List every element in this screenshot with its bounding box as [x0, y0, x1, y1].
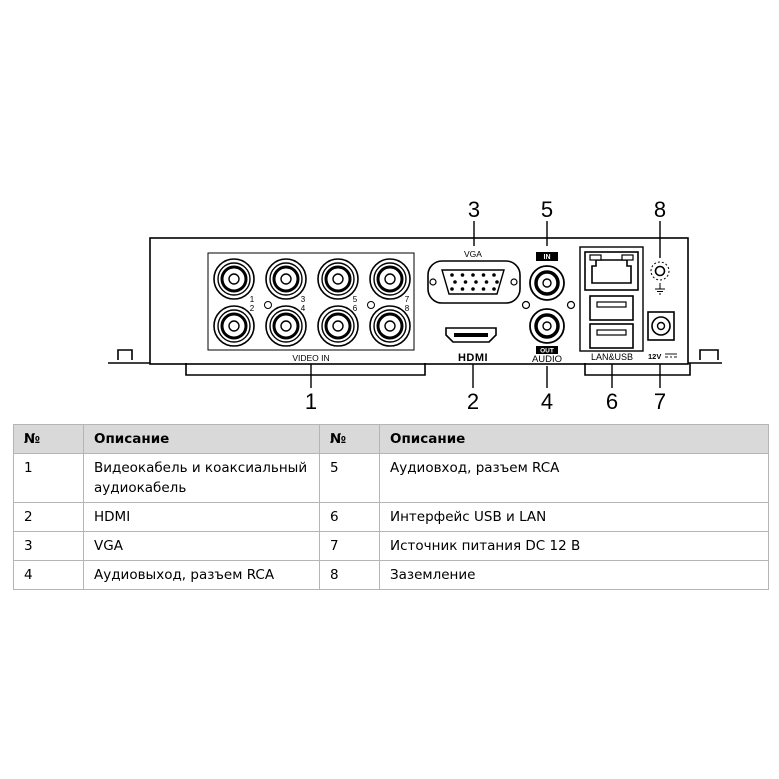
channel-label: 2: [250, 304, 255, 313]
bnc-connectors: [213, 258, 411, 347]
rear-panel-diagram: 1 2 3 4 5 6 7 8 VIDEO IN VGA HDMI IN: [108, 197, 722, 414]
vga-label: VGA: [464, 249, 482, 259]
bnc-connector: [213, 305, 255, 347]
hdmi-port: [445, 327, 497, 343]
bnc-connector: [369, 258, 411, 300]
bnc-connector: [369, 305, 411, 347]
vga-pin: [495, 280, 499, 284]
mount-foot-left: [117, 349, 133, 360]
mount-foot-right: [699, 349, 719, 360]
table-row: 3 VGA 7 Источник питания DC 12 В: [13, 531, 769, 561]
chassis-outline: [149, 237, 689, 365]
vga-pin: [481, 287, 486, 291]
row-number: 4: [13, 560, 84, 590]
audio-out-tag: [536, 346, 558, 354]
channel-label: 6: [353, 304, 358, 313]
vga-pin: [481, 273, 486, 277]
vga-pin: [492, 287, 496, 291]
row-description: Интерфейс USB и LAN: [379, 502, 769, 532]
table-row: 1 Видеокабель и коаксиальный аудиокабель…: [13, 453, 769, 503]
description-table: № Описание № Описание 1 Видеокабель и ко…: [13, 424, 769, 590]
rubber-foot-left: [185, 363, 426, 376]
table-row: 2 HDMI 6 Интерфейс USB и LAN: [13, 502, 769, 532]
hdmi-label: HDMI: [458, 352, 488, 364]
vga-pin: [492, 273, 496, 277]
vga-pin: [463, 280, 468, 284]
bnc-connector: [317, 305, 359, 347]
row-description: Аудиовыход, разъем RCA: [83, 560, 320, 590]
row-description: Аудиовход, разъем RCA: [379, 453, 769, 503]
vga-port: [427, 260, 521, 304]
usb-port-top: [589, 295, 634, 321]
header-description: Описание: [83, 424, 320, 454]
vga-pin: [484, 280, 489, 284]
leader-lines: [310, 221, 661, 388]
dc-symbol-icon: [665, 353, 677, 358]
vga-pin: [471, 287, 475, 291]
rubber-foot-right: [584, 363, 691, 376]
channel-label: 3: [301, 295, 306, 304]
vga-pin: [450, 273, 454, 277]
row-description: Источник питания DC 12 В: [379, 531, 769, 561]
row-number: 8: [319, 560, 380, 590]
power-jack: [647, 311, 675, 341]
row-number: 1: [13, 453, 84, 503]
vga-pin: [474, 280, 478, 284]
row-number: 7: [319, 531, 380, 561]
row-description: Заземление: [379, 560, 769, 590]
callout-5: 5: [541, 197, 553, 222]
bnc-connector: [213, 258, 255, 300]
row-number: 3: [13, 531, 84, 561]
callout-4: 4: [541, 389, 553, 414]
channel-label: 1: [250, 295, 255, 304]
channel-label: 4: [301, 304, 306, 313]
callout-1: 1: [305, 389, 317, 414]
callout-8: 8: [654, 197, 666, 222]
row-number: 2: [13, 502, 84, 532]
row-description: Видеокабель и коаксиальный аудиокабель: [83, 453, 320, 503]
row-description: HDMI: [83, 502, 320, 532]
lan-usb-label: LAN&USB: [591, 352, 633, 362]
audio-out-port: [529, 308, 565, 344]
ground-terminal: [650, 261, 670, 295]
table-row: 4 Аудиовыход, разъем RCA 8 Заземление: [13, 560, 769, 590]
table-header-row: № Описание № Описание: [13, 424, 769, 454]
audio-in-port: [529, 265, 565, 301]
callout-6: 6: [606, 389, 618, 414]
lan-port: [591, 259, 632, 284]
row-number: 6: [319, 502, 380, 532]
audio-label: AUDIO: [532, 354, 562, 365]
vga-pin: [460, 287, 465, 291]
video-in-label: VIDEO IN: [292, 353, 329, 363]
vga-pin: [471, 273, 475, 277]
channel-label: 7: [405, 295, 410, 304]
usb-port-bottom: [589, 323, 634, 349]
audio-in-tag: [536, 252, 558, 261]
header-description: Описание: [379, 424, 769, 454]
audio-out-label: OUT: [540, 348, 554, 355]
bnc-connector: [265, 258, 307, 300]
header-number: №: [319, 424, 380, 454]
vga-pin: [450, 287, 454, 291]
audio-in-label: IN: [544, 254, 551, 261]
callout-7: 7: [654, 389, 666, 414]
vga-pins: [450, 273, 499, 291]
channel-label: 5: [353, 295, 358, 304]
bnc-connector: [265, 305, 307, 347]
video-in-panel: [207, 252, 415, 351]
lan-usb-block: [579, 246, 644, 352]
vga-pin: [460, 273, 465, 277]
bnc-connector: [317, 258, 359, 300]
channel-label: 8: [405, 304, 410, 313]
vga-pin: [453, 280, 457, 284]
callout-3: 3: [468, 197, 480, 222]
header-number: №: [13, 424, 84, 454]
row-number: 5: [319, 453, 380, 503]
callout-2: 2: [467, 389, 479, 414]
row-description: VGA: [83, 531, 320, 561]
power-label: 12V: [648, 352, 661, 361]
